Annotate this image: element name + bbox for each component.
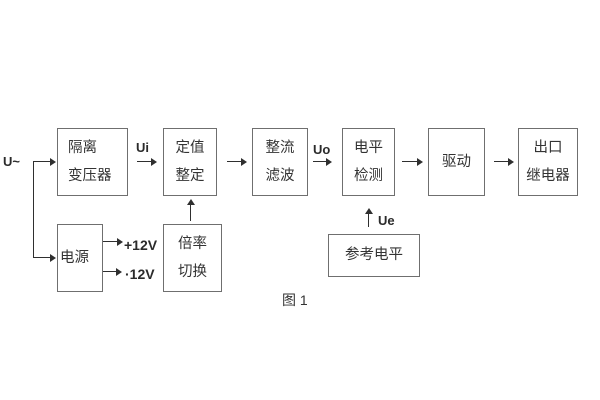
arrow-input-to-transformer	[33, 157, 56, 166]
pos-supply-label: +12V	[124, 237, 158, 253]
arrow-reference-to-level	[364, 208, 373, 227]
figure-caption: 图 1	[282, 292, 308, 308]
block-label-line: 出口	[533, 139, 563, 156]
block-label-line: 检测	[354, 167, 383, 184]
block-label-line: 电平	[354, 139, 383, 156]
block-level-detect: 电平 检测	[342, 128, 395, 196]
arrowhead	[186, 199, 195, 205]
arrow-level-to-drive	[402, 157, 423, 166]
block-label-line: 整定	[175, 167, 205, 184]
arrowhead	[241, 157, 247, 166]
block-reference-level: 参考电平	[328, 234, 420, 277]
block-label-line: 定值	[175, 139, 205, 156]
input-voltage-label: U~	[3, 154, 20, 169]
arrowhead	[417, 157, 423, 166]
arrowhead	[50, 157, 56, 166]
arrowhead	[364, 208, 373, 214]
arrow-transformer-to-setting	[137, 157, 157, 166]
block-drive: 驱动	[428, 128, 485, 196]
block-value-setting: 定值 整定	[163, 128, 217, 196]
block-label-line: 电源	[60, 249, 89, 266]
arrowhead	[508, 157, 514, 166]
block-rectify-filter: 整流 滤波	[252, 128, 308, 196]
block-output-relay: 出口 继电器	[518, 128, 578, 196]
arrow-power-neg12v	[103, 267, 122, 276]
input-branch-line	[33, 161, 35, 258]
arrowhead	[116, 267, 122, 276]
block-label-line: 驱动	[442, 153, 471, 170]
arrowhead	[117, 237, 123, 246]
block-isolation-transformer: 隔离 变压器	[57, 128, 128, 196]
arrow-drive-to-relay	[494, 157, 514, 166]
block-label-line: 滤波	[265, 167, 295, 184]
arrow-input-to-power	[33, 253, 56, 262]
arrowhead	[151, 157, 157, 166]
signal-ui-label: Ui	[136, 140, 149, 155]
block-label-line: 参考电平	[345, 247, 403, 263]
block-label-line: 继电器	[526, 167, 570, 184]
arrow-rectifier-to-level	[313, 157, 332, 166]
arrowhead	[50, 253, 56, 262]
block-power: 电源	[57, 224, 103, 292]
arrow-setting-to-rectifier	[227, 157, 247, 166]
signal-ue-label: Ue	[378, 213, 395, 228]
block-label-line: 倍率	[178, 235, 207, 252]
arrowhead	[326, 157, 332, 166]
neg-supply-label: ·12V	[125, 266, 155, 282]
block-label-line: 变压器	[68, 167, 112, 184]
block-label-line: 隔离	[68, 139, 97, 156]
block-label-line: 切换	[178, 263, 207, 280]
signal-uo-label: Uo	[313, 142, 331, 157]
block-label-line: 整流	[265, 139, 295, 156]
arrow-power-pos12v	[103, 237, 123, 246]
arrow-ratio-to-setting	[186, 199, 195, 221]
block-ratio-switch: 倍率 切换	[163, 224, 222, 292]
